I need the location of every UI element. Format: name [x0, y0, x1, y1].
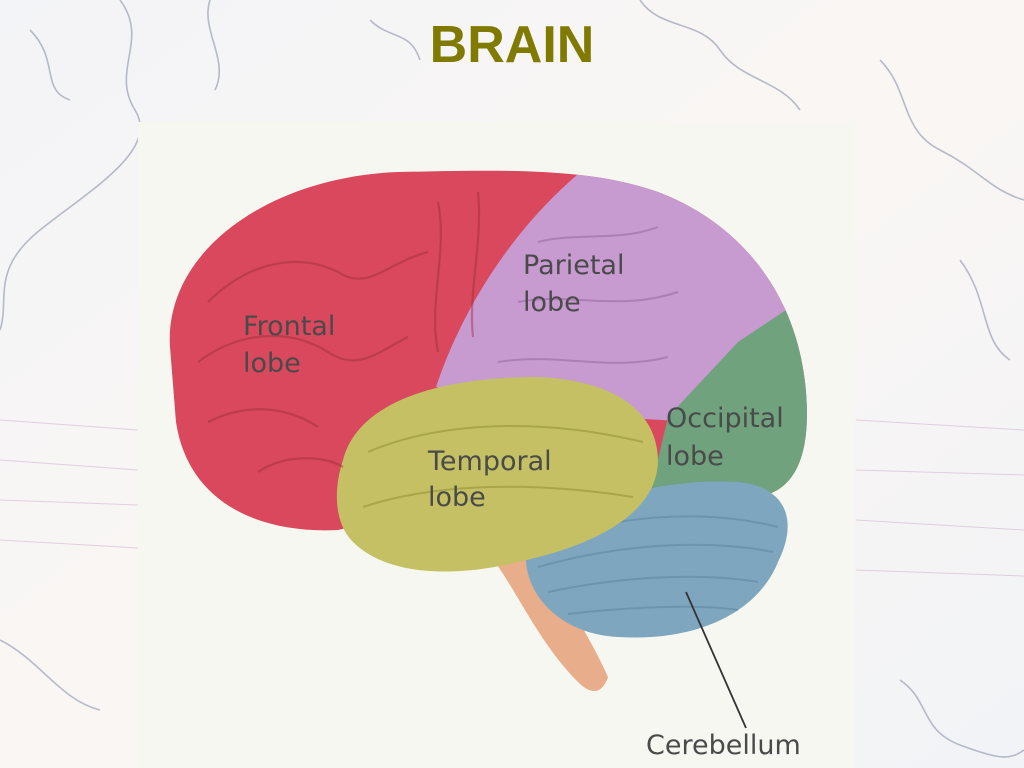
parietal-gyri [497, 226, 679, 364]
cerebellum-pointer [685, 591, 747, 729]
slide-title: BRAIN [429, 16, 595, 74]
frontal-gyri [197, 191, 481, 473]
cerebellum-label: Cerebellum [646, 730, 801, 761]
temporal-gyri [362, 425, 644, 508]
diagram-panel: Frontal lobe Parietal lobe Occipital lob… [138, 122, 854, 768]
frontal-lobe-label-line2: lobe [243, 348, 301, 379]
temporal-lobe [336, 377, 658, 572]
parietal-lobe-label-line2: lobe [523, 287, 581, 318]
temporal-lobe-label-line1: Temporal [427, 446, 552, 477]
occipital-lobe-label-line1: Occipital [666, 403, 784, 434]
occipital-lobe-label-line2: lobe [666, 441, 724, 472]
parietal-lobe-label-line1: Parietal [523, 250, 624, 281]
frontal-lobe-label-line1: Frontal [243, 311, 335, 342]
brainstem [488, 552, 608, 692]
brain-diagram: Frontal lobe Parietal lobe Occipital lob… [169, 170, 807, 761]
temporal-lobe-label-line2: lobe [428, 482, 486, 513]
